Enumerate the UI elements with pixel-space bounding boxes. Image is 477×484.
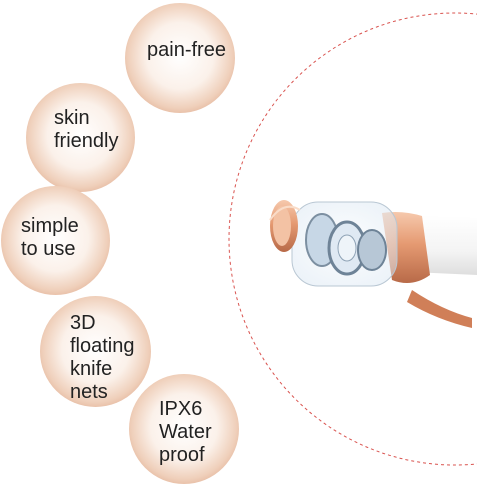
feature-label: 3D floating knife nets: [70, 312, 135, 403]
feature-label: IPX6 Water proof: [159, 398, 212, 466]
feature-bubble-pain-free: pain-free: [125, 3, 235, 113]
feature-label: skin friendly: [54, 107, 119, 152]
feature-label: pain-free: [147, 39, 226, 61]
feature-label: simple to use: [21, 215, 79, 260]
feature-bubble-skin-friendly: skin friendly: [26, 83, 135, 192]
feature-bubble-ipx6-waterproof: IPX6 Water proof: [129, 374, 239, 484]
feature-bubble-3d-floating-knife-nets: 3D floating knife nets: [40, 296, 151, 407]
shaver-device-image: [269, 200, 477, 328]
feature-bubble-simple-to-use: simple to use: [1, 186, 110, 295]
